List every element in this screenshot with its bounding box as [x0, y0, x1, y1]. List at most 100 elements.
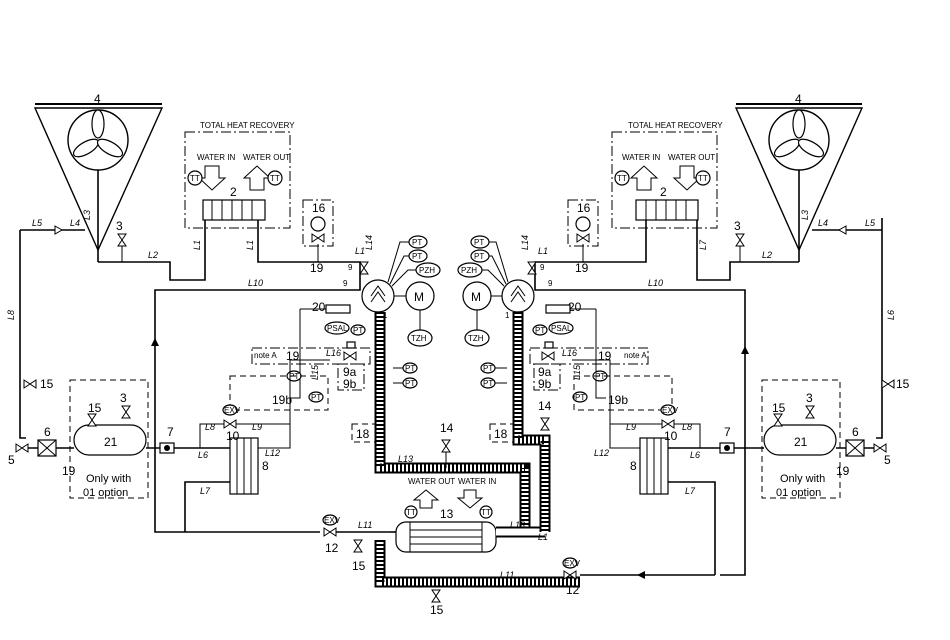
svg-text:PT: PT	[483, 364, 493, 373]
svg-text:M: M	[414, 290, 424, 304]
svg-text:19: 19	[62, 464, 76, 478]
svg-text:WATER OUT: WATER OUT	[668, 153, 715, 162]
svg-text:L13: L13	[510, 520, 525, 530]
svg-text:L1: L1	[245, 240, 255, 250]
svg-text:TT: TT	[481, 508, 491, 517]
svg-text:L4: L4	[70, 218, 80, 228]
svg-text:16: 16	[577, 201, 591, 215]
svg-text:note A: note A	[254, 351, 277, 360]
svg-text:PT: PT	[405, 364, 415, 373]
evap-water-out-arrow-icon	[412, 489, 440, 509]
svg-text:EXV: EXV	[564, 559, 581, 568]
svg-text:L8: L8	[6, 310, 16, 320]
svg-text:9a: 9a	[538, 365, 552, 379]
svg-text:15: 15	[352, 559, 366, 573]
svg-text:15: 15	[40, 377, 54, 391]
svg-text:PT: PT	[412, 238, 422, 247]
water-in-arrow-icon	[197, 165, 227, 191]
receiver-left: 21 Only with 01 option 3 15	[69, 379, 149, 499]
svg-text:15: 15	[88, 401, 102, 415]
svg-text:M: M	[471, 290, 481, 304]
svg-text:note A: note A	[624, 351, 647, 360]
svg-text:L1: L1	[538, 532, 548, 542]
svg-text:TT: TT	[406, 508, 416, 517]
svg-text:L10: L10	[648, 278, 663, 288]
svg-text:9b: 9b	[538, 377, 552, 391]
svg-text:L14: L14	[520, 235, 530, 250]
heat-recovery-exchanger	[202, 199, 266, 221]
svg-text:PT: PT	[483, 379, 493, 388]
svg-text:01 option: 01 option	[776, 487, 821, 499]
svg-text:1: 1	[505, 311, 510, 320]
svg-text:8: 8	[262, 459, 269, 473]
svg-text:3: 3	[120, 391, 127, 405]
fan-icon	[773, 109, 825, 158]
svg-text:WATER IN: WATER IN	[458, 477, 496, 486]
evaporator: 13 WATER OUT WATER IN TT TT L13 L11 L1 1…	[374, 477, 580, 617]
svg-text:L15: L15	[572, 364, 582, 380]
svg-text:12: 12	[325, 541, 339, 555]
svg-text:19: 19	[836, 464, 850, 478]
compressor-right: 1	[501, 279, 535, 320]
water-out-arrow-icon	[629, 165, 659, 191]
svg-text:2: 2	[660, 185, 667, 199]
svg-text:3: 3	[806, 391, 813, 405]
right-circuit: 4 L3 TOTAL HEAT RECOVERY WATER IN WATER …	[457, 92, 910, 597]
svg-text:L2: L2	[148, 250, 158, 260]
svg-text:PT: PT	[474, 238, 484, 247]
svg-text:L13: L13	[398, 454, 413, 464]
fan-icon	[72, 109, 124, 158]
svg-text:9a: 9a	[343, 365, 357, 379]
svg-text:9: 9	[540, 263, 545, 272]
svg-text:L5: L5	[865, 218, 876, 228]
svg-text:15: 15	[430, 603, 444, 617]
economizer-left: 8	[229, 437, 269, 495]
svg-text:PSAL: PSAL	[551, 324, 572, 333]
svg-text:WATER IN: WATER IN	[622, 153, 660, 162]
svg-text:19: 19	[310, 261, 324, 275]
svg-text:2: 2	[230, 185, 237, 199]
svg-text:L5: L5	[32, 218, 43, 228]
svg-text:EXV: EXV	[324, 516, 341, 525]
svg-text:PZH: PZH	[461, 266, 477, 275]
svg-text:PT: PT	[405, 379, 415, 388]
heat-recovery-right: TOTAL HEAT RECOVERY WATER IN WATER OUT T…	[611, 121, 723, 229]
svg-text:PT: PT	[535, 326, 545, 335]
svg-text:L10: L10	[248, 278, 263, 288]
svg-text:L7: L7	[685, 486, 696, 496]
svg-text:21: 21	[104, 435, 118, 449]
svg-text:L9: L9	[626, 422, 636, 432]
svg-text:3: 3	[734, 219, 741, 233]
svg-text:L3: L3	[800, 210, 810, 220]
svg-text:PT: PT	[311, 393, 321, 402]
svg-text:Only with: Only with	[780, 473, 825, 485]
svg-text:PT: PT	[412, 252, 422, 261]
svg-text:TZH: TZH	[468, 334, 484, 343]
svg-text:L6: L6	[198, 450, 208, 460]
economizer-right: 8	[630, 437, 669, 495]
svg-text:L16: L16	[326, 348, 341, 358]
svg-text:21: 21	[794, 435, 808, 449]
svg-text:L4: L4	[818, 218, 828, 228]
svg-text:10: 10	[664, 429, 678, 443]
svg-text:16: 16	[312, 201, 326, 215]
svg-text:EXV: EXV	[224, 406, 241, 415]
svg-text:8: 8	[630, 459, 637, 473]
svg-text:L7: L7	[200, 486, 211, 496]
svg-text:TT: TT	[698, 174, 708, 183]
svg-text:PT: PT	[474, 252, 484, 261]
svg-text:19b: 19b	[608, 393, 628, 407]
water-out-arrow-icon	[242, 165, 272, 191]
svg-text:13: 13	[440, 507, 454, 521]
svg-text:14: 14	[440, 421, 454, 435]
svg-text:5: 5	[8, 453, 15, 467]
svg-text:9b: 9b	[343, 377, 357, 391]
evap-water-in-arrow-icon	[456, 489, 484, 509]
water-in-label: WATER IN	[197, 153, 235, 162]
svg-text:14: 14	[538, 399, 552, 413]
svg-text:TT: TT	[270, 174, 280, 183]
svg-text:L11: L11	[500, 570, 514, 580]
water-out-label: WATER OUT	[243, 153, 290, 162]
fan-number: 4	[94, 92, 101, 106]
